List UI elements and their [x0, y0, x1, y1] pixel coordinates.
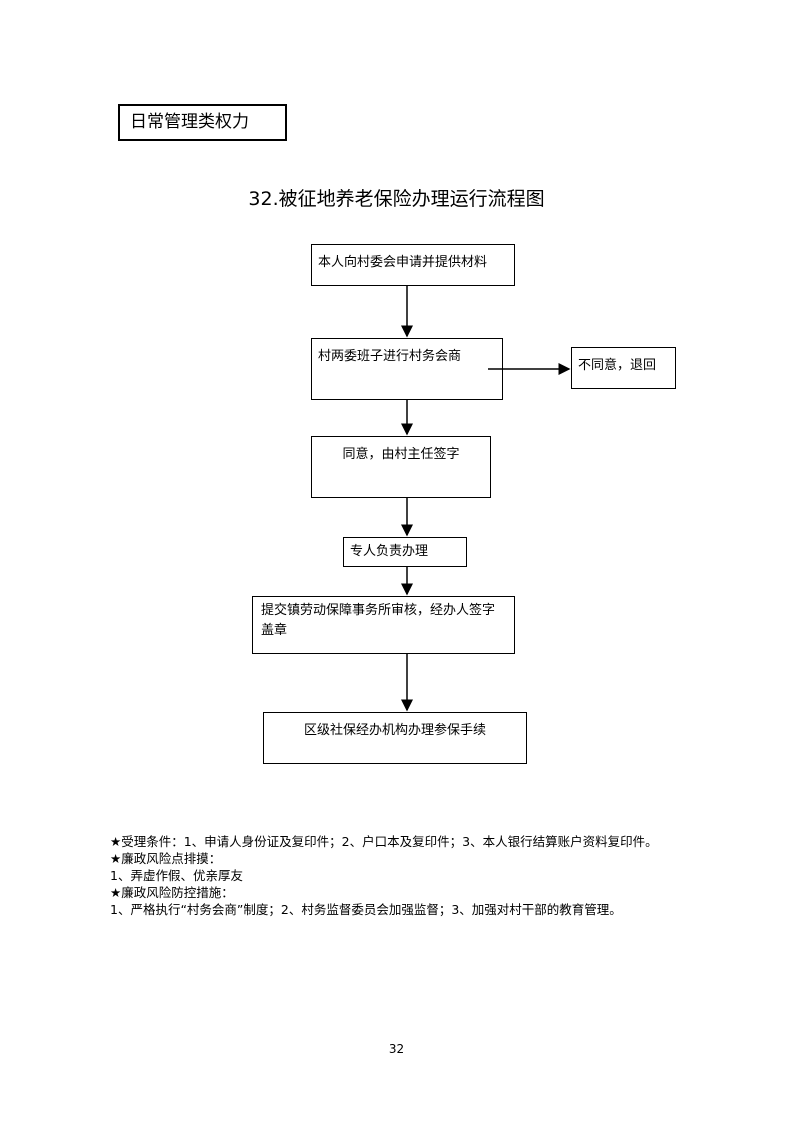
flow-step-sign: 同意，由村主任签字 [311, 436, 491, 498]
flow-step-enroll: 区级社保经办机构办理参保手续 [263, 712, 527, 764]
note-measures-heading: ★廉政风险防控措施： [110, 885, 234, 900]
note-measures: 1、严格执行“村务会商”制度；2、村务监督委员会加强监督；3、加强对村干部的教育… [110, 902, 622, 917]
flow-step-review: 提交镇劳动保障事务所审核，经办人签字盖章 [252, 596, 515, 654]
note-risk: 1、弄虚作假、优亲厚友 [110, 868, 243, 883]
flow-step-consult: 村两委班子进行村务会商 [311, 338, 503, 400]
category-label: 日常管理类权力 [118, 104, 287, 141]
flow-step-reject: 不同意，退回 [571, 347, 676, 389]
note-conditions: ★受理条件：1、申请人身份证及复印件；2、户口本及复印件；3、本人银行结算账户资… [110, 834, 658, 849]
page-title: 32.被征地养老保险办理运行流程图 [248, 188, 545, 210]
notes: ★受理条件：1、申请人身份证及复印件；2、户口本及复印件；3、本人银行结算账户资… [110, 833, 690, 918]
page-number: 32 [388, 1042, 405, 1056]
flow-step-assign: 专人负责办理 [343, 537, 467, 567]
note-risk-heading: ★廉政风险点排摸： [110, 851, 222, 866]
flow-step-apply: 本人向村委会申请并提供材料 [311, 244, 515, 286]
